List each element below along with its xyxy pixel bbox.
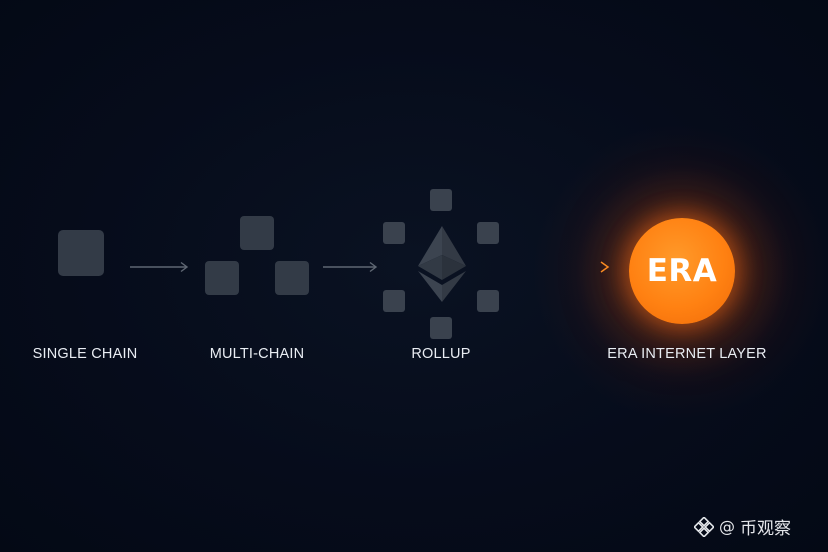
watermark: @ 币观察 (694, 514, 791, 539)
watermark-name: 币观察 (740, 519, 791, 538)
multi-chain-block-left (205, 261, 239, 295)
label-multi-chain: MULTI-CHAIN (209, 346, 305, 362)
era-badge-text: ERA (646, 253, 718, 289)
rollup-node-lower-left (383, 290, 405, 312)
rollup-node-upper-right (477, 222, 499, 244)
label-rollup: ROLLUP (411, 346, 471, 362)
rollup-node-lower-right (477, 290, 499, 312)
arrow-multi-to-rollup (323, 261, 378, 273)
arrow-rollup-to-era (495, 261, 610, 273)
arrow-single-to-multi (130, 261, 189, 273)
label-single-chain: SINGLE CHAIN (32, 346, 138, 362)
rollup-node-bottom (430, 317, 452, 339)
watermark-at: @ (719, 517, 735, 536)
single-chain-block (58, 230, 104, 276)
ethereum-icon (418, 226, 466, 302)
rollup-node-upper-left (383, 222, 405, 244)
multi-chain-block-right (275, 261, 309, 295)
rollup-node-top (430, 189, 452, 211)
label-era-internet-layer: ERA INTERNET LAYER (607, 346, 767, 362)
era-badge: ERA (629, 218, 735, 324)
multi-chain-block-top (240, 216, 274, 250)
binance-logo-icon (694, 516, 714, 537)
